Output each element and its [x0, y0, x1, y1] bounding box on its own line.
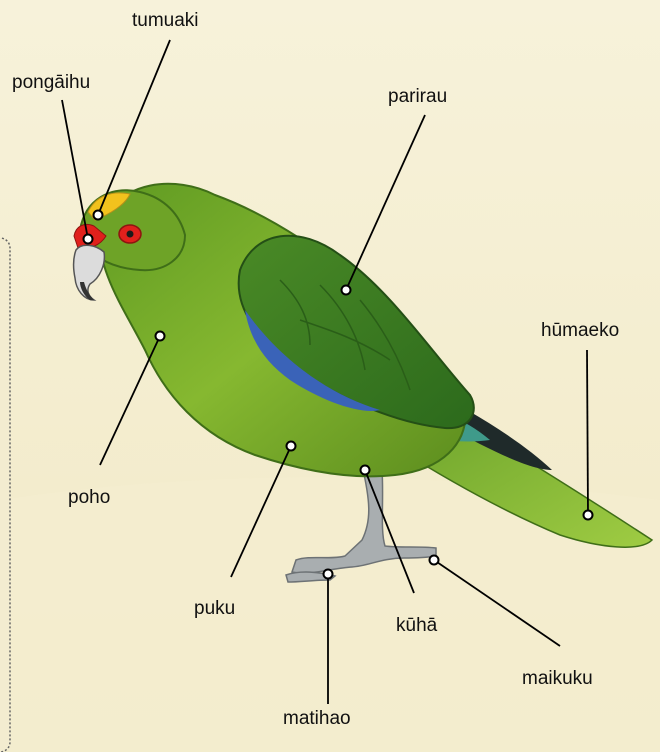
- pointer-pongaihu: [84, 235, 93, 244]
- pointer-humaeko: [584, 511, 593, 520]
- label-maikuku: maikuku: [522, 668, 593, 690]
- label-tumuaki: tumuaki: [132, 10, 199, 32]
- eye-pupil: [127, 231, 134, 238]
- pointer-poho: [156, 332, 165, 341]
- side-panel-edge: [0, 238, 10, 752]
- pointer-matihao: [324, 570, 333, 579]
- label-parirau: parirau: [388, 86, 447, 108]
- pointer-maikuku: [430, 556, 439, 565]
- pointer-parirau: [342, 286, 351, 295]
- pointer-tumuaki: [94, 211, 103, 220]
- label-puku: puku: [194, 598, 235, 620]
- pointer-puku: [287, 442, 296, 451]
- label-humaeko: hūmaeko: [541, 320, 619, 342]
- label-kuha: kūhā: [396, 615, 437, 637]
- label-matihao: matihao: [283, 708, 351, 730]
- label-pongaihu: pongāihu: [12, 72, 90, 94]
- leader-line-humaeko: [587, 350, 588, 515]
- pointer-kuha: [361, 466, 370, 475]
- label-poho: poho: [68, 487, 110, 509]
